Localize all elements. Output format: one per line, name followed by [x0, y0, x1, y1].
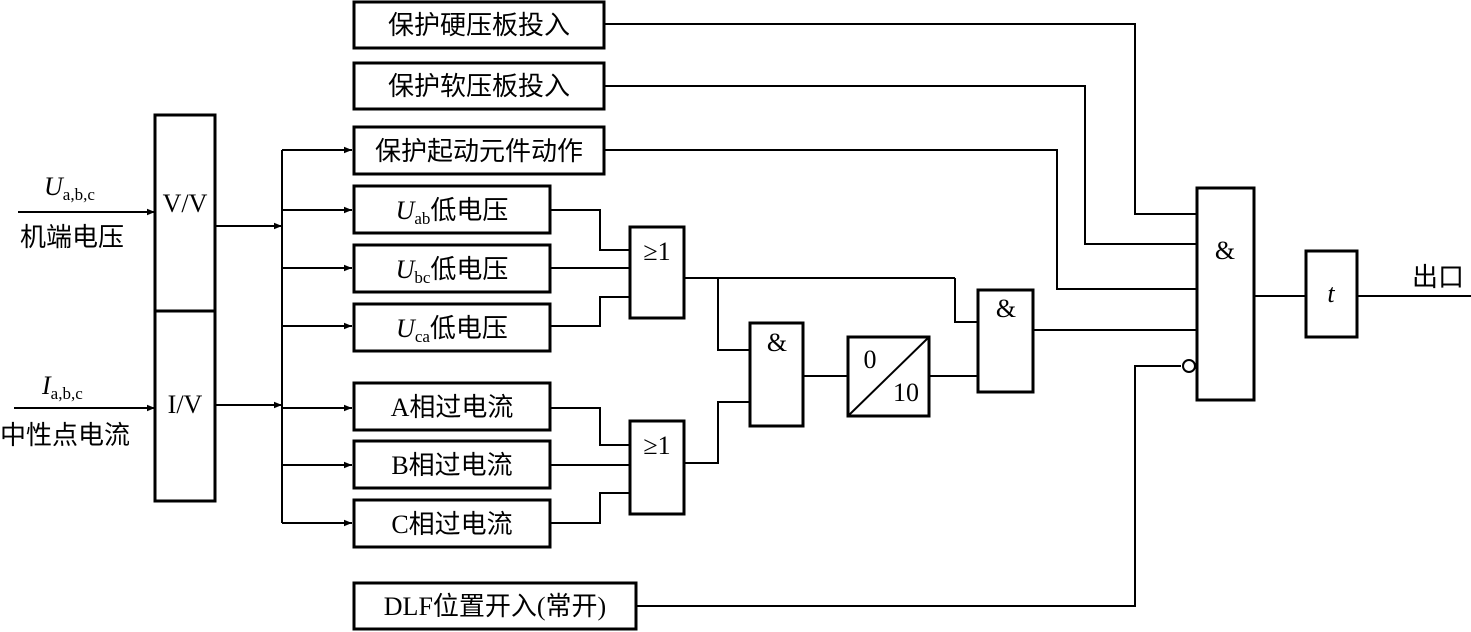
ib-overcurrent-label: B相过电流 [391, 451, 512, 480]
uca-undervoltage-box [352, 302, 552, 353]
ic-overcurrent-box [352, 498, 552, 549]
and-gate-2 [976, 288, 1035, 394]
undervoltage-or-gate-symbol: ≥1 [643, 237, 670, 266]
dlf-label: DLF位置开入(常开) [384, 592, 606, 621]
oc-or-to-and1-wire [684, 401, 750, 464]
vv-converter-label: V/V [163, 189, 208, 218]
inverted-input-bubble [1182, 359, 1196, 373]
ic-overcurrent-label: C相过电流 [391, 510, 512, 539]
uab-to-or-wire [550, 209, 630, 251]
main-and-gate-symbol: & [1215, 236, 1235, 265]
current-input-symbol: Ia,b,c [41, 371, 83, 403]
overcurrent-or-gate [628, 419, 686, 516]
dlf-box [352, 581, 638, 631]
delay-label: t [1327, 279, 1335, 308]
soft-plate-label: 保护软压板投入 [388, 72, 570, 101]
ubc-undervoltage-label: Ubc低电压 [396, 255, 509, 287]
hard-plate-wire [604, 23, 1197, 215]
uv-or-to-and1-wire [717, 278, 750, 351]
iv-converter-label: I/V [168, 390, 203, 419]
start-element-label: 保护起动元件动作 [375, 137, 583, 166]
and-gate-2-symbol: & [996, 294, 1016, 323]
soft-plate-wire [604, 85, 1197, 245]
uab-undervoltage-box [352, 184, 552, 235]
dlf-wire [636, 365, 1181, 607]
uab-undervoltage-label: Uab低电压 [396, 196, 509, 228]
soft-plate-box [352, 61, 606, 111]
converter-block [153, 113, 217, 503]
uca-undervoltage-label: Uca低电压 [396, 314, 508, 346]
ia-overcurrent-box [352, 381, 552, 432]
ic-to-or-wire [550, 492, 630, 524]
timer-top-value: 0 [864, 345, 877, 374]
delay-block [1304, 249, 1359, 339]
timer-bottom-value: 10 [893, 378, 919, 407]
main-and-gate [1195, 186, 1256, 402]
start-element-wire [604, 149, 1197, 290]
ubc-undervoltage-box [352, 243, 552, 294]
hard-plate-label: 保护硬压板投入 [388, 11, 570, 40]
uv-or-to-and2-wire [954, 278, 978, 323]
ia-to-or-wire [550, 407, 630, 446]
start-element-box [352, 125, 606, 176]
current-input-label: 中性点电流 [0, 421, 130, 450]
ia-overcurrent-label: A相过电流 [391, 393, 514, 422]
and-gate-1 [748, 321, 805, 428]
timer-diagonal [847, 336, 930, 417]
and-gate-1-symbol: & [767, 328, 787, 357]
undervoltage-or-gate [628, 225, 686, 320]
voltage-input-symbol: Ua,b,c [44, 172, 95, 204]
output-label: 出口 [1412, 263, 1464, 292]
uca-to-or-wire [550, 296, 630, 327]
voltage-input-label: 机端电压 [20, 223, 124, 252]
overcurrent-or-gate-symbol: ≥1 [643, 431, 670, 460]
